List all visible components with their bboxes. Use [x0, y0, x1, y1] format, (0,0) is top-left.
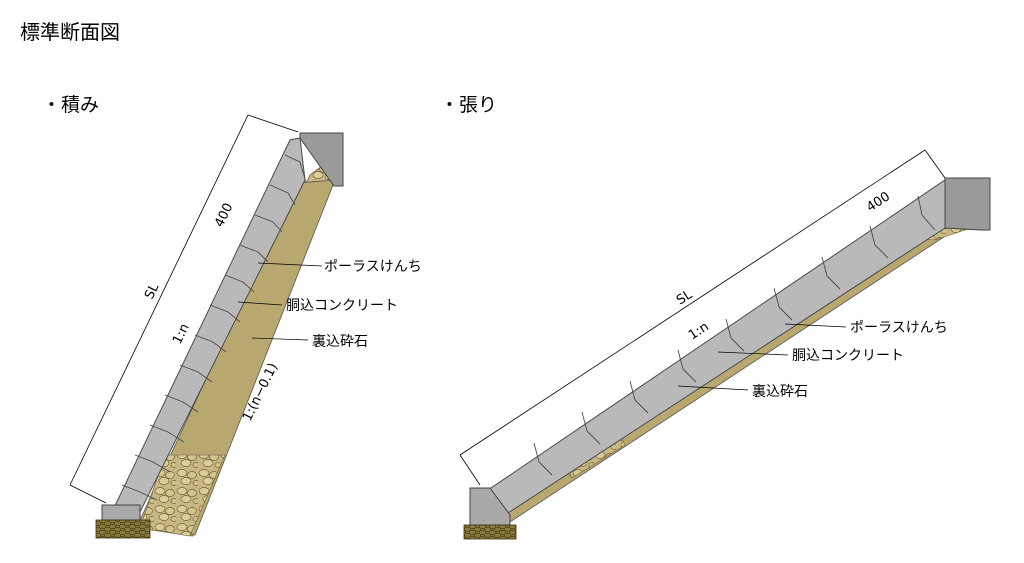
- hari-label-gravel: 裏込砕石: [752, 383, 808, 400]
- tsumi-heading: ・積み: [42, 94, 100, 116]
- hari-section: SL 400 1:n ポーラスけんち 胴込コンクリート 裏込砕石: [459, 149, 991, 540]
- hari-block-joints: [533, 195, 936, 476]
- hari-label-concrete: 胴込コンクリート: [792, 348, 904, 364]
- tsumi-crown: [299, 132, 344, 187]
- hari-dim-sl: SL: [674, 287, 696, 308]
- tsumi-sl-ext-top: [247, 114, 299, 133]
- hari-leader-concrete: [717, 351, 789, 356]
- tsumi-sl-line: [69, 114, 249, 486]
- tsumi-toe-block: [101, 504, 141, 521]
- hari-sl-line: [459, 149, 926, 456]
- tsumi-leader-concrete: [237, 301, 283, 306]
- hari-heading: ・張り: [440, 94, 498, 116]
- tsumi-label-porous: ポーラスけんち: [324, 259, 422, 275]
- hari-foundation: [463, 524, 517, 540]
- tsumi-sl-ext-bottom: [69, 484, 107, 504]
- hari-crown: [944, 177, 991, 231]
- tsumi-leader-porous: [257, 262, 323, 267]
- tsumi-slope-front: 1:n: [170, 321, 193, 346]
- hari-leader-gravel: [677, 385, 749, 391]
- hari-label-porous: ポーラスけんち: [850, 320, 948, 336]
- hari-slope-front: 1:n: [686, 319, 712, 343]
- hari-sl-ext-top: [924, 149, 946, 179]
- tsumi-foundation: [95, 519, 151, 539]
- tsumi-dim-400: 400: [212, 201, 236, 230]
- tsumi-leader-gravel: [251, 337, 309, 341]
- tsumi-section: SL 400 1:n 1:(n−0.1) ポーラスけんち 胴込コンクリート 裏込…: [69, 114, 422, 539]
- page-title: 標準断面図: [20, 20, 120, 44]
- tsumi-dim-sl: SL: [142, 281, 163, 302]
- hari-leader-porous: [784, 323, 847, 328]
- hari-dim-400: 400: [864, 189, 893, 215]
- hari-sl-ext-bottom: [459, 454, 481, 486]
- tsumi-block-joints: [121, 154, 307, 501]
- tsumi-label-concrete: 胴込コンクリート: [286, 298, 398, 314]
- hari-toe-block: [469, 487, 511, 526]
- tsumi-label-gravel: 裏込砕石: [312, 333, 368, 350]
